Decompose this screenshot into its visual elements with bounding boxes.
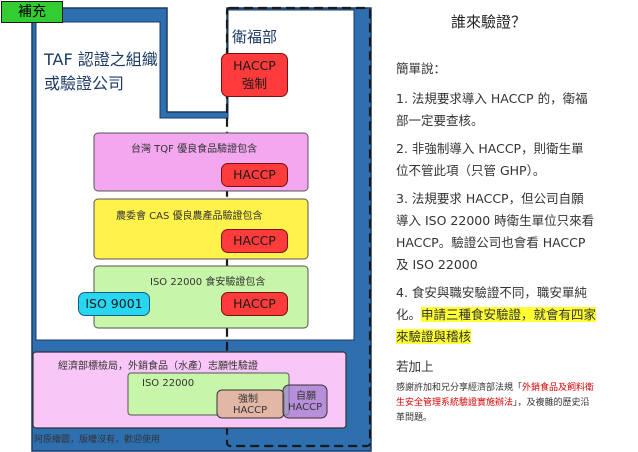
notes-title: 誰來驗證？	[451, 13, 527, 31]
moh-dashed-boundary	[225, 6, 372, 448]
note-item4-prefix: 化。	[396, 307, 422, 322]
supplement-tag: 補充	[1, 1, 63, 23]
credit-line3: 革問題。	[396, 413, 433, 423]
note-item4-line1: 4. 食安與職安驗證不同，職安單純	[396, 285, 587, 300]
boei-iso22000-label: ISO 22000	[142, 378, 195, 389]
cas-label: 農委會 CAS 優良農產品驗證包含	[116, 211, 263, 222]
note-item4-line3: 來驗證與稽核	[396, 326, 634, 348]
note-item2-line1: 2. 非強制導入 HACCP，則衛生單	[396, 141, 584, 156]
moh-haccp-box: HACCP 強制	[221, 53, 288, 97]
note-item4-highlight-line3: 來驗證與稽核	[396, 329, 472, 344]
note-item3-line4: 及 ISO 22000	[396, 257, 478, 272]
tqf-haccp-box: HACCP	[221, 163, 288, 187]
voluntary-haccp-box	[282, 384, 328, 419]
iso9001-box: ISO 9001	[78, 292, 150, 316]
credit-suffix-line2: 」，及複雜的歷史沿	[513, 398, 590, 408]
voluntary-label-line1: 自願	[296, 391, 316, 402]
credit-line2: 生安全管理系統驗證實施辦法」，及複雜的歷史沿	[396, 396, 636, 411]
credit-line1: 感謝許加和兄分享經濟部法規「外銷食品及飼料衛	[396, 381, 636, 396]
notes-credit: 感謝許加和兄分享經濟部法規「外銷食品及飼料衛 生安全管理系統驗證實施辦法」，及複…	[396, 381, 636, 426]
note-item4-highlight: 申請三種食安驗證，就會有四家	[421, 307, 597, 322]
voluntary-label-line2: HACCP	[288, 402, 323, 413]
boei-label: 經濟部標檢局，外銷食品（水產）志願性驗證	[58, 361, 258, 372]
note-item1-line1: 1. 法規要求導入 HACCP 的，衛福	[396, 91, 588, 106]
notes-panel: 簡單說： 1. 法規要求導入 HACCP 的，衛福 部一定要查核。 2. 非強制…	[396, 58, 634, 378]
mandatory-label-line2: HACCP	[233, 405, 268, 416]
footer-credit: 阿原繪圖，版權沒有，歡迎使用	[34, 435, 161, 445]
moh-haccp-line2: 強制	[241, 76, 267, 91]
credit-prefix: 感謝許加和兄分享經濟部法規「	[396, 383, 523, 393]
taf-label-line2: 或驗證公司	[44, 74, 125, 93]
notes-addition: 若加上	[396, 359, 434, 374]
cas-haccp-box: HACCP	[221, 229, 288, 253]
credit-highlight-line1: 外銷食品及飼料衛	[522, 383, 595, 393]
notes-intro: 簡單說：	[396, 61, 447, 76]
note-item3-line3: HACCP。驗證公司也會看 HACCP	[396, 235, 586, 250]
note-item3-line1: 3. 法規要求 HACCP，但公司自願	[396, 191, 584, 206]
iso22000-label: ISO 22000 食安驗證包含	[150, 277, 266, 288]
moh-label: 衛福部	[232, 28, 278, 46]
note-item3-line2: 導入 ISO 22000 時衛生單位只來看	[396, 213, 595, 228]
tqf-label: 台灣 TQF 優良食品驗證包含	[131, 144, 258, 155]
note-item2-line2: 位不管此項（只管 GHP）。	[396, 163, 546, 178]
credit-highlight-line2: 生安全管理系統驗證實施辦法	[396, 398, 514, 408]
mandatory-label-line1: 強制	[238, 394, 258, 405]
note-item4-line2: 化。申請三種食安驗證，就會有四家	[396, 304, 634, 326]
taf-label-line1: TAF 認證之組織	[44, 50, 158, 69]
moh-haccp-line1: HACCP	[233, 58, 276, 73]
iso22000-haccp-box: HACCP	[221, 292, 288, 316]
note-item1-line2: 部一定要查核。	[396, 113, 484, 128]
